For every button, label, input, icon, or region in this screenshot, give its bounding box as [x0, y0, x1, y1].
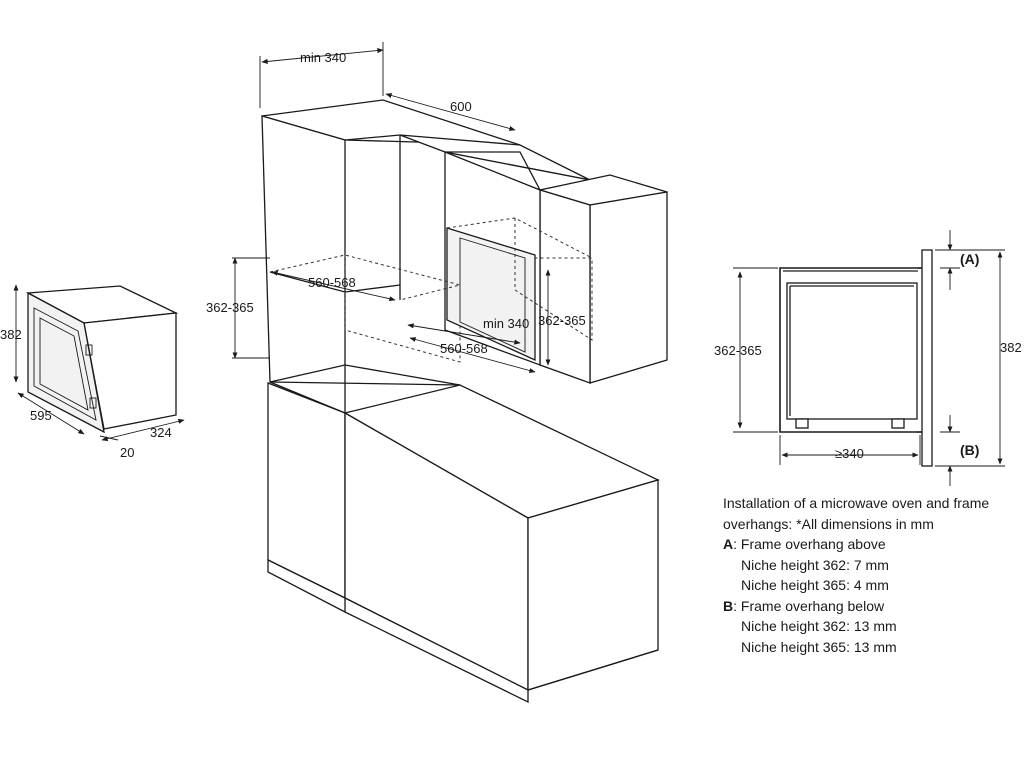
legend-a-text: : Frame overhang above [733, 536, 886, 552]
niche-height-right-label: 362-365 [538, 313, 586, 328]
side-depth-label: ≥340 [835, 446, 864, 461]
microwave-depth-label: 324 [150, 425, 172, 440]
niche-height-left-label: 362-365 [206, 300, 254, 315]
cabinet-top-width-label: min 340 [300, 50, 346, 65]
side-niche-height-label: 362-365 [714, 343, 762, 358]
microwave-drawing [13, 284, 185, 442]
legend-a-line2: Niche height 365: 4 mm [741, 577, 889, 593]
microwave-height-label: 382 [0, 327, 22, 342]
legend-b-key: B [723, 597, 734, 614]
niche-width-left-label: 560-568 [308, 275, 356, 290]
installation-legend: Installation of a microwave oven and fra… [723, 493, 1023, 657]
legend-intro-line1: Installation of a microwave oven and fra… [723, 495, 990, 511]
legend-a-key: A [723, 536, 734, 552]
label-b: (B) [960, 442, 979, 458]
cabinet-top-depth-label: 600 [450, 99, 472, 114]
label-a: (A) [960, 251, 979, 267]
microwave-width-label: 595 [30, 408, 52, 423]
legend-a-heading: A: Frame overhang above [723, 534, 1023, 555]
niche-depth-label: min 340 [483, 316, 529, 331]
microwave-frame-label: 20 [120, 445, 134, 460]
legend-intro-line2: overhangs: *All dimensions in mm [723, 515, 934, 532]
legend-b-heading: B: Frame overhang below [723, 596, 1023, 617]
cabinet-drawing [232, 42, 668, 704]
legend-b-line1: Niche height 362: 13 mm [741, 618, 897, 634]
niche-width-right-label: 560-568 [440, 341, 488, 356]
legend-b-line2: Niche height 365: 13 mm [741, 638, 897, 655]
legend-a-line1: Niche height 362: 7 mm [741, 556, 889, 573]
side-section-drawing [733, 230, 1005, 486]
legend-b-text: : Frame overhang below [733, 597, 885, 614]
side-overall-height-label: 382 [1000, 340, 1022, 355]
